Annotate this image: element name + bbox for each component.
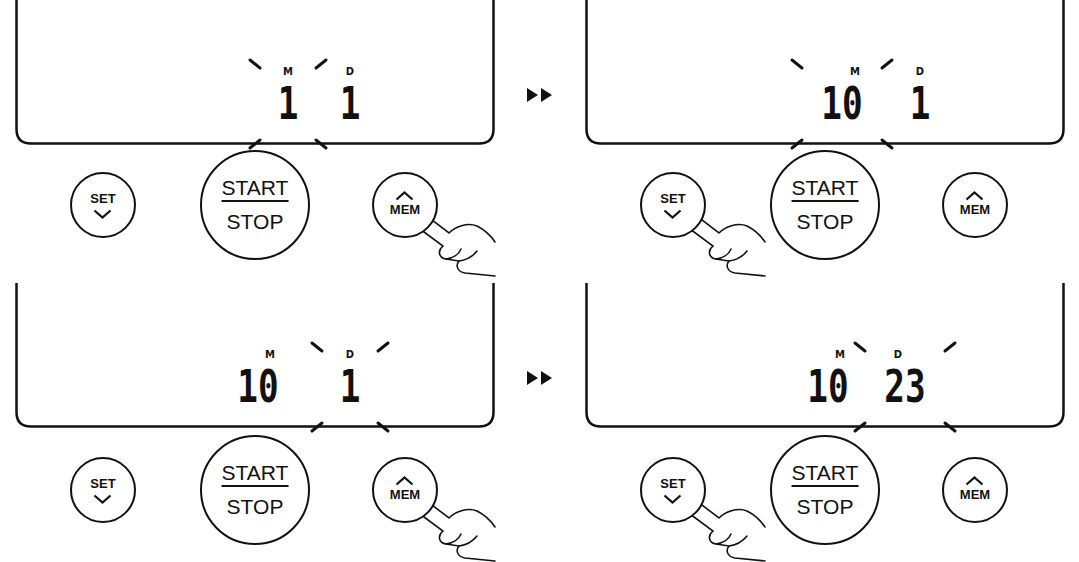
up-chevron [397,193,413,200]
lcd-unit-label: M [835,350,845,360]
finger-folds [446,534,477,546]
display-border [587,283,1064,427]
button-glyph [642,174,703,235]
up-chevron [967,478,983,485]
start-label: START [792,177,859,202]
lcd-digit: 10 [807,365,848,409]
start-label: START [792,462,859,487]
mem-button: MEM [942,172,1008,238]
display-outline [15,0,495,145]
lcd-digit: 1 [340,82,361,126]
set-button: SET [640,172,706,238]
stop-label: STOP [797,496,854,517]
lcd-unit-label: D [346,350,354,360]
lcd-digit: 10 [237,365,278,409]
set-label: SET [90,477,115,490]
mem-button: MEM [372,172,438,238]
stop-label: STOP [227,496,284,517]
button-glyph [772,437,877,542]
display-border [587,0,1064,144]
lcd-digit: 1 [910,82,931,126]
button-glyph [772,152,877,257]
down-chevron [95,496,111,503]
blink-ray [250,60,260,68]
set-button: SET [640,457,706,523]
blink-ray [316,60,326,68]
blink-ray [855,343,865,351]
blink-ray [945,343,955,351]
lcd-unit-label: D [916,67,924,77]
lcd-display: M 10 D 23 [585,283,1065,428]
mem-label: MEM [960,203,990,216]
lcd-unit-label: D [894,350,902,360]
display-border [17,283,494,427]
down-chevron [665,496,681,503]
set-label: SET [90,192,115,205]
mem-button: MEM [942,457,1008,523]
blink-ray [378,343,388,351]
set-button: SET [70,457,136,523]
next-arrows [527,88,552,385]
button-glyph [202,437,307,542]
lcd-digit: 1 [278,82,299,126]
lcd-digit: 10 [821,82,862,126]
button-glyph [202,152,307,257]
start-stop-button: START STOP [200,150,310,260]
lcd-unit-label: M [265,350,275,360]
pressing-hand [414,214,765,561]
blink-ray [312,343,322,351]
lcd-display: M 10 D 1 [585,0,1065,145]
display-border [17,0,494,144]
set-button: SET [70,172,136,238]
button-glyph [72,459,133,520]
finger-folds [716,534,747,546]
button-glyph [642,459,703,520]
lcd-digit: 23 [884,365,925,409]
lcd-unit-label: D [346,67,354,77]
finger-folds [446,249,477,261]
stop-label: STOP [797,211,854,232]
blink-ray [882,60,892,68]
start-stop-button: START STOP [770,435,880,545]
start-label: START [222,177,289,202]
lcd-unit-label: M [283,67,293,77]
mem-label: MEM [960,488,990,501]
button-glyph [72,174,133,235]
set-label: SET [660,192,685,205]
mem-button: MEM [372,457,438,523]
finger-folds [716,249,747,261]
start-stop-button: START STOP [770,150,880,260]
lcd-unit-label: M [850,67,860,77]
start-label: START [222,462,289,487]
up-chevron [967,193,983,200]
lcd-display: M 10 D 1 [15,283,495,428]
mem-label: MEM [390,488,420,501]
lcd-digit: 1 [340,365,361,409]
lcd-display: M 1 D 1 [15,0,495,145]
down-chevron [665,211,681,218]
blink-ray [792,60,802,68]
blink-marks [250,60,955,431]
mem-label: MEM [390,203,420,216]
stop-label: STOP [227,211,284,232]
start-stop-button: START STOP [200,435,310,545]
down-chevron [95,211,111,218]
up-chevron [397,478,413,485]
set-label: SET [660,477,685,490]
